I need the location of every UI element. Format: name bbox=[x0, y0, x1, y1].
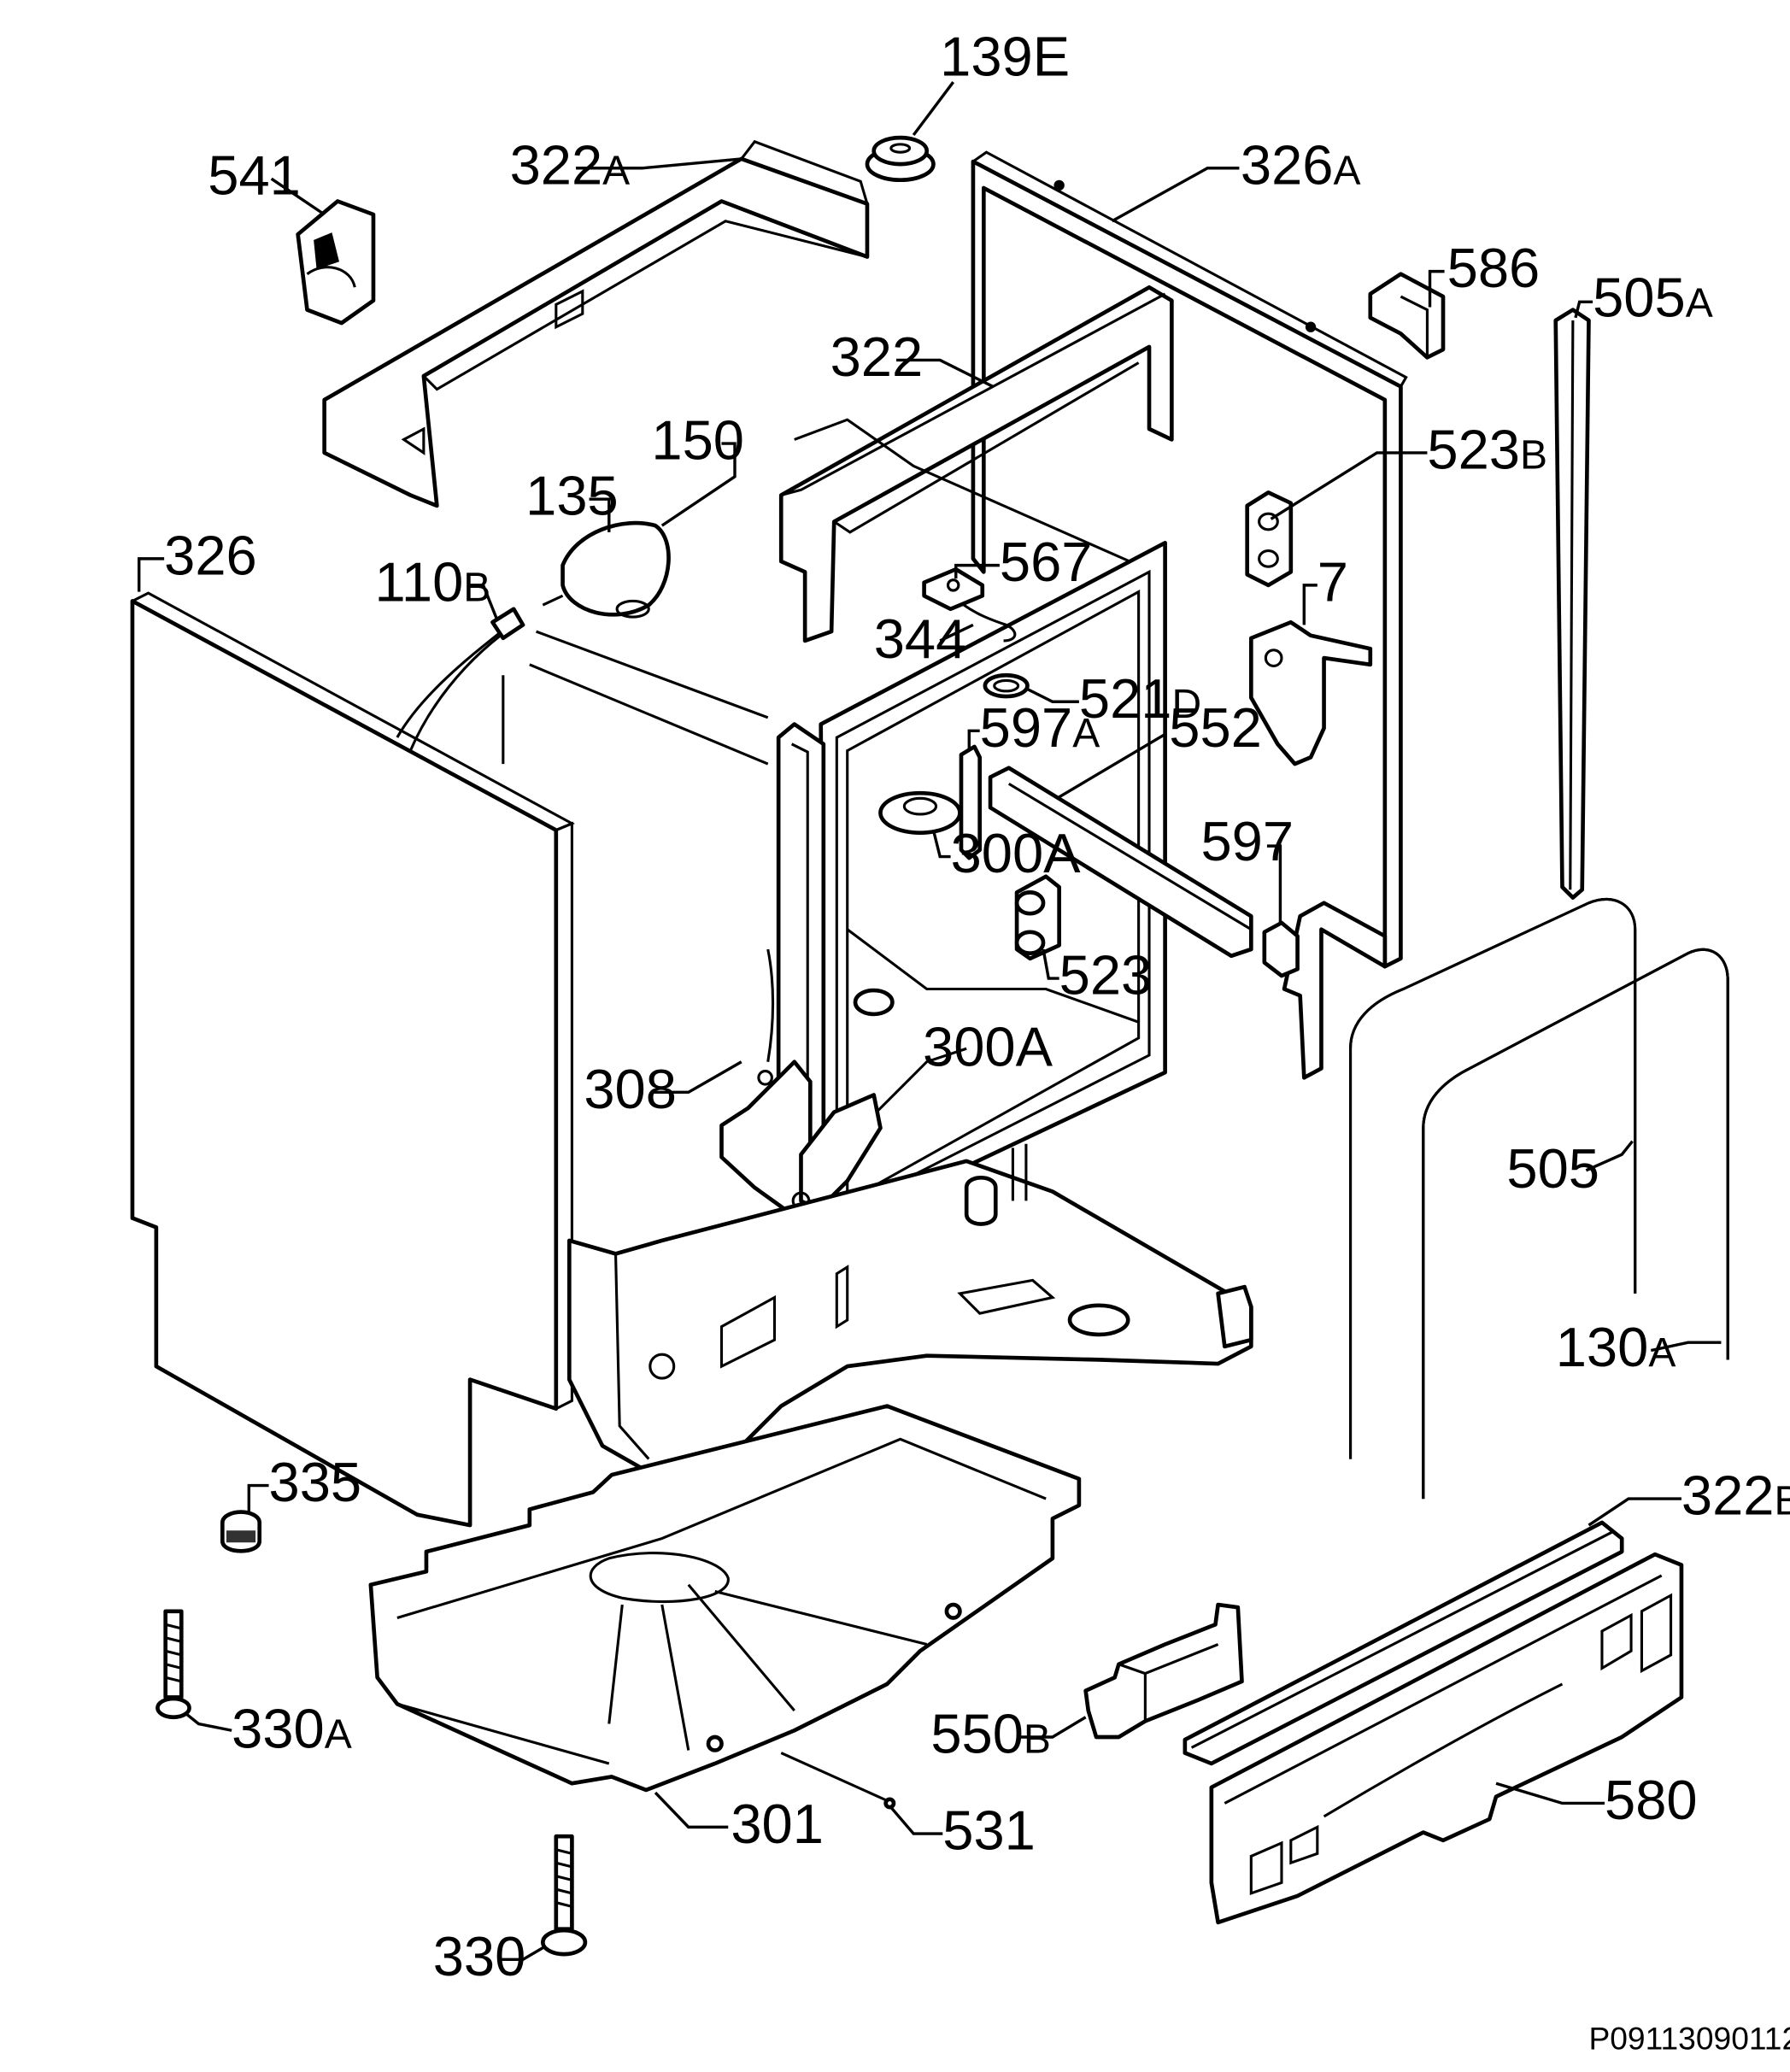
part-322B-rail bbox=[1183, 1520, 1624, 1766]
part-326-side-panel bbox=[130, 591, 575, 1528]
label-308: 308 bbox=[584, 1058, 677, 1120]
leader-lines bbox=[137, 81, 1722, 1962]
label-322B: 322B bbox=[1681, 1464, 1790, 1527]
part-521D-ring bbox=[983, 672, 1030, 699]
part-523-seals bbox=[1014, 874, 1061, 961]
label-550B: 550B bbox=[930, 1703, 1051, 1765]
label-139E: 139E bbox=[940, 25, 1070, 87]
label-505: 505 bbox=[1506, 1137, 1599, 1200]
part-322A-top-rail bbox=[322, 139, 870, 508]
part-580-front-panel bbox=[1209, 1552, 1684, 1925]
part-150-cabinet-top bbox=[529, 418, 1140, 766]
label-322: 322 bbox=[830, 326, 924, 388]
label-330A: 330A bbox=[232, 1697, 352, 1759]
label-541: 541 bbox=[208, 144, 301, 207]
label-330: 330 bbox=[433, 1925, 526, 1987]
label-326A: 326A bbox=[1241, 133, 1361, 196]
part-505-seal bbox=[1348, 898, 1637, 1459]
part-301-base-tray bbox=[368, 1404, 1082, 1793]
label-130A: 130A bbox=[1556, 1316, 1676, 1378]
part-567-clip bbox=[922, 566, 985, 612]
label-335: 335 bbox=[269, 1451, 362, 1513]
part-523B-seal bbox=[1245, 490, 1294, 588]
part-552-rail bbox=[988, 766, 1253, 959]
part-labels: 139E 541 322A 326A 586 505A 322 150 523B… bbox=[164, 25, 1790, 2056]
part-344-spring bbox=[963, 603, 1017, 643]
part-541-clip bbox=[296, 199, 376, 326]
label-586: 586 bbox=[1447, 237, 1541, 299]
label-301: 301 bbox=[731, 1793, 824, 1855]
label-326: 326 bbox=[164, 524, 257, 586]
label-300A: 300A bbox=[923, 1015, 1053, 1077]
label-552: 552 bbox=[1169, 696, 1262, 759]
label-300A-top: 300A bbox=[951, 822, 1082, 884]
part-326A-back-panel bbox=[971, 150, 1408, 1080]
label-135: 135 bbox=[525, 465, 619, 527]
part-300A-upper-spray bbox=[878, 790, 962, 835]
drawing-code: P09113090112 bbox=[1588, 2021, 1790, 2057]
label-580: 580 bbox=[1605, 1769, 1698, 1831]
part-335-nut bbox=[220, 1510, 262, 1553]
part-139E-knob bbox=[865, 135, 936, 183]
part-322-top-frame bbox=[778, 285, 1174, 643]
label-7: 7 bbox=[1318, 550, 1348, 613]
label-567: 567 bbox=[1000, 531, 1093, 593]
label-505A: 505A bbox=[1593, 266, 1713, 328]
label-344: 344 bbox=[874, 608, 967, 670]
part-7-hinge-bracket bbox=[1249, 619, 1373, 766]
label-523: 523 bbox=[1059, 944, 1153, 1007]
part-597-clip bbox=[1262, 920, 1300, 978]
label-531: 531 bbox=[942, 1799, 1036, 1862]
part-505A-strip bbox=[1553, 308, 1591, 900]
part-586-bracket bbox=[1368, 272, 1446, 360]
label-110B: 110B bbox=[375, 550, 491, 613]
part-300A-lower-spray bbox=[853, 988, 895, 1017]
part-110B-hose bbox=[396, 607, 525, 765]
part-base-sump bbox=[566, 1143, 1253, 1475]
part-550B-bracket bbox=[1083, 1602, 1244, 1740]
part-135-dispenser bbox=[542, 520, 671, 619]
label-523B: 523B bbox=[1427, 419, 1547, 481]
label-597A: 597A bbox=[980, 696, 1100, 759]
part-130A-seal bbox=[1422, 948, 1729, 1500]
label-322A: 322A bbox=[510, 133, 631, 196]
label-521D: 521D bbox=[1079, 667, 1201, 730]
label-150: 150 bbox=[651, 409, 744, 472]
part-330-screw bbox=[540, 1834, 588, 1957]
part-330A-screw bbox=[156, 1609, 191, 1720]
part-597A-pin bbox=[959, 744, 982, 860]
label-597: 597 bbox=[1200, 810, 1294, 872]
